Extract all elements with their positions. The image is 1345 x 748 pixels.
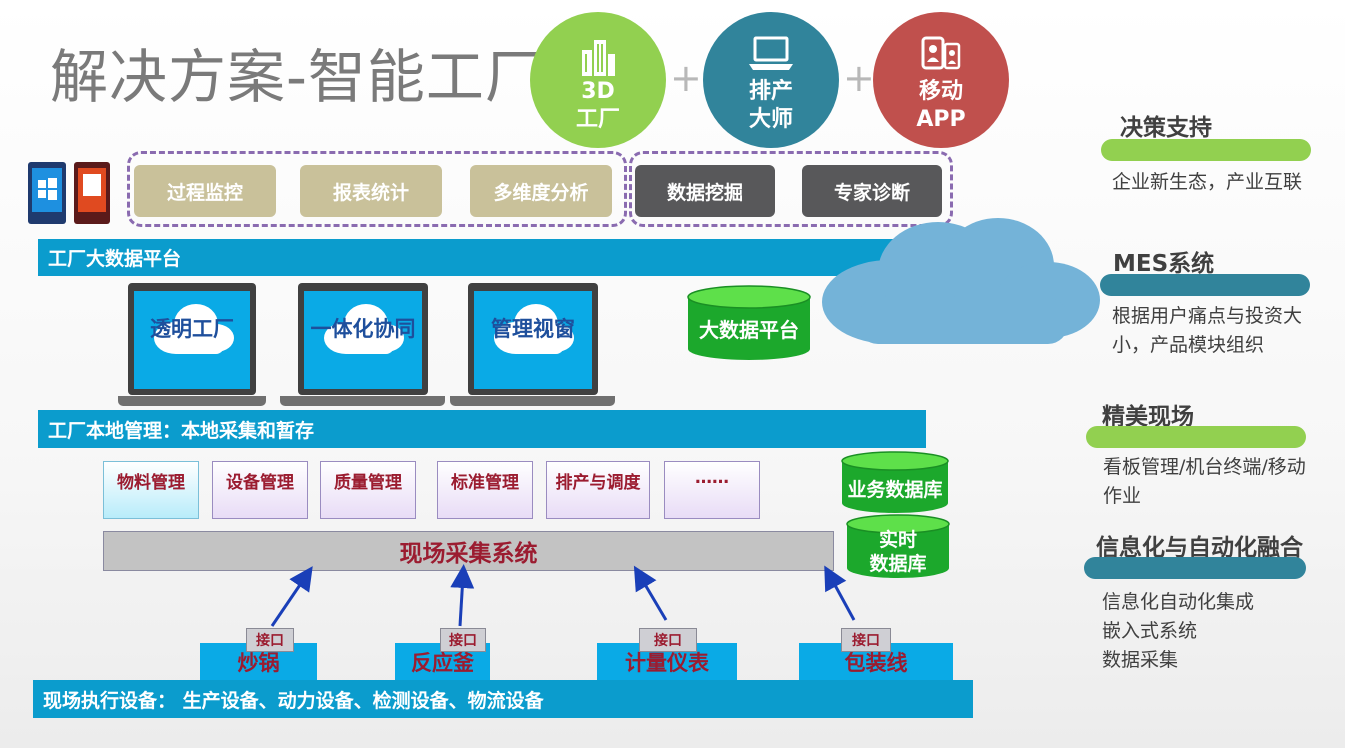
side-bar xyxy=(1101,139,1311,161)
side-title-mes: MES系统 xyxy=(1113,251,1215,277)
side-text-integration: 信息化自动化集成 嵌入式系统 数据采集 xyxy=(1102,591,1255,671)
side-title-elegant-site: 精美现场 xyxy=(1102,404,1194,430)
interface-port: 接口 xyxy=(841,628,891,652)
side-text-elegant-site: 看板管理/机台终端/移动作业 xyxy=(1103,456,1306,507)
tablet-phone-icon xyxy=(28,162,110,224)
module-scheduling[interactable]: 排产与调度 xyxy=(546,461,650,519)
side-bar xyxy=(1084,557,1306,579)
page-title: 解决方案-智能工厂 xyxy=(50,43,544,111)
side-text-mes: 根据用户痛点与投资大小，产品模块组织 xyxy=(1112,305,1303,356)
plus-sign: + xyxy=(670,56,702,100)
report-statistics-button[interactable]: 报表统计 xyxy=(300,165,442,217)
cloud-icon xyxy=(494,304,574,354)
local-management-bar: 工厂本地管理：本地采集和暂存 xyxy=(38,410,926,448)
big-data-cylinder xyxy=(687,285,811,360)
module-equipment-management[interactable]: 设备管理 xyxy=(212,461,308,519)
laptop-label-transparent-factory: 透明工厂 xyxy=(150,317,234,341)
realtime-database-label: 实时 数据库 xyxy=(869,529,927,575)
data-mining-button[interactable]: 数据挖掘 xyxy=(635,165,775,217)
interface-port: 接口 xyxy=(639,628,697,652)
interface-port: 接口 xyxy=(440,628,486,652)
expert-diagnosis-button[interactable]: 专家诊断 xyxy=(802,165,942,217)
laptop-label-integrated-collaboration: 一体化协同 xyxy=(310,317,416,341)
laptop-label-management-window: 管理视窗 xyxy=(491,317,575,341)
cloud-icon xyxy=(822,218,1100,344)
module-standard-management[interactable]: 标准管理 xyxy=(437,461,533,519)
business-database-label: 业务数据库 xyxy=(847,479,943,501)
laptop-base xyxy=(450,396,615,406)
business-database-cylinder xyxy=(841,451,949,513)
analysis-functions-group xyxy=(127,151,627,227)
circle-3d-factory[interactable]: 3D 工厂 xyxy=(530,12,666,148)
circle-label: 3D 工厂 xyxy=(575,79,620,132)
side-title-decision-support: 决策支持 xyxy=(1120,115,1212,141)
circle-scheduling-master[interactable]: 排产 大师 xyxy=(703,12,839,148)
laptop-base xyxy=(118,396,266,406)
interface-port: 接口 xyxy=(246,628,294,652)
side-text-decision-support: 企业新生态，产业互联 xyxy=(1112,171,1303,193)
side-title-integration: 信息化与自动化融合 xyxy=(1096,535,1303,561)
process-monitoring-button[interactable]: 过程监控 xyxy=(134,165,276,217)
cloud-icon xyxy=(154,304,234,354)
plus-sign: + xyxy=(843,56,875,100)
circle-mobile-app[interactable]: 移动 APP xyxy=(873,12,1009,148)
realtime-database-cylinder xyxy=(846,514,950,578)
mobile-users-icon xyxy=(921,36,961,70)
multi-dimension-analysis-button[interactable]: 多维度分析 xyxy=(470,165,612,217)
side-bar xyxy=(1100,274,1310,296)
side-bar xyxy=(1086,426,1306,448)
big-data-platform-bar: 工厂大数据平台 xyxy=(38,239,900,276)
module-quality-management[interactable]: 质量管理 xyxy=(320,461,416,519)
laptop-base xyxy=(280,396,445,406)
device-meter[interactable]: 计量仪表 xyxy=(597,643,737,681)
laptop-icon xyxy=(749,36,793,70)
field-execution-bar: 现场执行设备： 生产设备、动力设备、检测设备、物流设备 xyxy=(33,680,973,718)
module-material-management[interactable]: 物料管理 xyxy=(103,461,199,519)
advanced-functions-group xyxy=(629,151,953,227)
big-data-cylinder-label: 大数据平台 xyxy=(699,318,799,342)
module-more[interactable]: …… xyxy=(664,461,760,519)
circle-label: 排产 大师 xyxy=(748,79,793,132)
cloud-icon xyxy=(324,304,404,354)
building-icon xyxy=(582,40,615,76)
circle-label: 移动 APP xyxy=(916,79,966,132)
